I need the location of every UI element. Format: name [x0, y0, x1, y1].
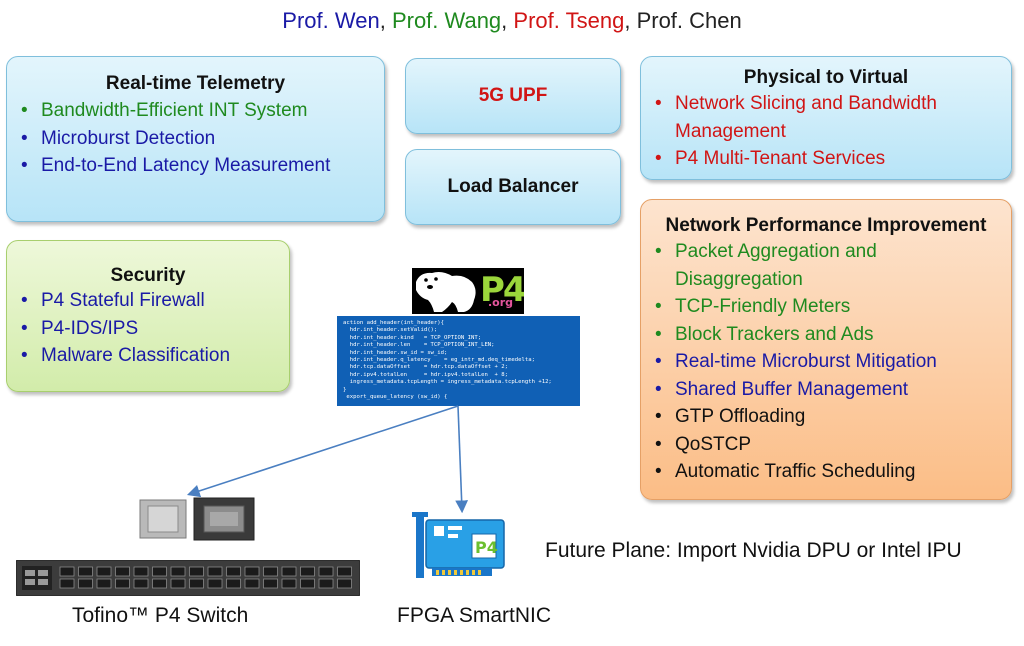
code-line: ingress_metadata.tcpLength = ingress_met…: [343, 379, 552, 386]
performance-box: Network Performance Improvement Packet A…: [640, 199, 1012, 500]
telemetry-item: Microburst Detection: [9, 125, 384, 153]
switch-port: [78, 578, 93, 589]
switch-port: [152, 578, 167, 589]
performance-item: Shared Buffer Management: [643, 376, 1011, 404]
switch-port: [337, 566, 352, 577]
performance-title: Network Performance Improvement: [665, 215, 987, 236]
switch-port: [115, 566, 130, 577]
svg-text:P4: P4: [475, 538, 498, 557]
telemetry-item: End-to-End Latency Measurement: [9, 152, 384, 180]
switch-port: [207, 566, 223, 577]
switch-port: [244, 566, 260, 577]
code-line: export_queue_latency (sw_id) {: [343, 394, 448, 401]
security-title: Security: [110, 265, 186, 286]
load-balancer-label: Load Balancer: [447, 176, 579, 197]
switch-port: [207, 578, 223, 589]
switch-port: [263, 566, 278, 577]
author-wen: Prof. Wen: [282, 8, 380, 33]
switch-port: [152, 566, 167, 577]
telemetry-item: Bandwidth-Efficient INT System: [9, 97, 384, 125]
performance-item: Block Trackers and Ads: [643, 321, 1011, 349]
arrow-to-switch: [186, 405, 459, 498]
code-line: action add_header(int_header){: [343, 320, 445, 326]
switch-port: [96, 566, 112, 577]
telemetry-title: Real-time Telemetry: [105, 73, 286, 94]
code-line: hdr.int_header.q_latency = eg_intr_md.de…: [343, 357, 535, 364]
physical-virtual-item: P4 Multi-Tenant Services: [643, 145, 1011, 173]
performance-item: GTP Offloading: [643, 403, 1011, 431]
switch-port: [300, 566, 315, 577]
code-line: hdr.int_header.sw_id = sw_id;: [343, 349, 448, 356]
telemetry-box: Real-time Telemetry Bandwidth-Efficient …: [6, 56, 385, 222]
p4-logo-text: P4: [480, 270, 524, 310]
switch-port: [189, 566, 204, 577]
switch-port: [226, 566, 241, 577]
future-plane-caption: Future Plane: Import Nvidia DPU or Intel…: [545, 539, 962, 562]
p4-code-snippet: action add_header(int_header){ hdr.int_h…: [337, 316, 580, 406]
security-item: Malware Classification: [9, 342, 289, 370]
fpga-smartnic-icon: P4: [412, 512, 505, 578]
polar-bear-icon: [416, 272, 476, 312]
smartnic-caption: FPGA SmartNIC: [397, 604, 552, 627]
load-balancer-box: Load Balancer: [405, 149, 621, 225]
security-box: Security P4 Stateful Firewall P4-IDS/IPS…: [6, 240, 290, 392]
switch-port: [226, 578, 241, 589]
performance-item: TCP-Friendly Meters: [643, 293, 1011, 321]
code-line: hdr.ipv4.totalLen = hdr.ipv4.totalLen + …: [343, 371, 509, 378]
switch-port: [318, 578, 334, 589]
switch-port: [337, 578, 352, 589]
switch-port: [170, 578, 186, 589]
physical-virtual-title: Physical to Virtual: [743, 67, 909, 88]
switch-port: [244, 578, 260, 589]
author-separator: ,: [379, 8, 386, 33]
switch-port: [96, 578, 112, 589]
switch-port: [133, 566, 149, 577]
code-line: hdr.int_header.kind = TCP_OPTION_INT;: [343, 334, 482, 341]
switch-port: [300, 578, 315, 589]
switch-caption: Tofino™ P4 Switch: [72, 604, 249, 627]
switch-port: [263, 578, 278, 589]
author-chen: Prof. Chen: [636, 8, 742, 33]
performance-item: Automatic Traffic Scheduling: [643, 458, 1011, 486]
p4-org-logo: P4 .org: [412, 268, 524, 314]
switch-port: [318, 566, 334, 577]
switch-port: [189, 578, 204, 589]
performance-item: Real-time Microburst Mitigation: [643, 348, 1011, 376]
author-wang: Prof. Wang: [391, 8, 502, 33]
performance-item: QoSTCP: [643, 431, 1011, 459]
switch-port: [281, 566, 297, 577]
code-line: }: [343, 386, 347, 393]
code-line: hdr.tcp.dataOffset = hdr.tcp.dataOffset …: [343, 364, 509, 371]
security-item: P4 Stateful Firewall: [9, 287, 289, 315]
upf-box: 5G UPF: [405, 58, 621, 134]
author-separator: ,: [624, 8, 631, 33]
author-tseng: Prof. Tseng: [513, 8, 625, 33]
upf-label: 5G UPF: [478, 85, 548, 106]
code-line: hdr.int_header.setValid();: [343, 327, 438, 334]
switch-port: [78, 566, 93, 577]
switch-port: [115, 578, 130, 589]
physical-virtual-box: Physical to Virtual Network Slicing and …: [640, 56, 1012, 180]
switch-port: [281, 578, 297, 589]
physical-virtual-item: Network Slicing and Bandwidth Management: [643, 90, 975, 145]
author-separator: ,: [501, 8, 508, 33]
performance-item: Packet Aggregation and Disaggregation: [643, 238, 925, 293]
switch-port: [170, 566, 186, 577]
p4-logo-suffix: .org: [488, 296, 514, 309]
arrow-to-smartnic: [455, 405, 469, 514]
switch-port: [133, 578, 149, 589]
switch-device-icon: [16, 560, 360, 596]
authors-line: Prof. Wen, Prof. Wang, Prof. Tseng, Prof…: [0, 8, 1024, 34]
code-line: hdr.int_header.len = TCP_OPTION_INT_LEN;: [343, 342, 495, 349]
security-item: P4-IDS/IPS: [9, 315, 289, 343]
switch-port: [59, 578, 75, 589]
switch-port: [59, 566, 75, 577]
tofino-chip-icon: [139, 497, 255, 541]
